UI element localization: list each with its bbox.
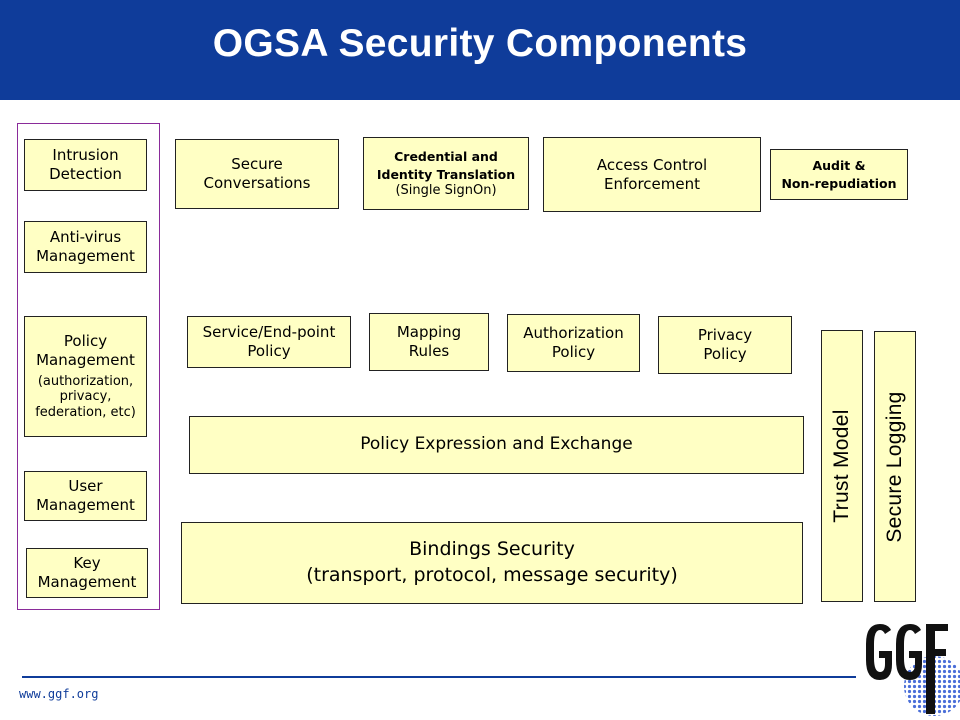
- credential-line2: Identity Translation: [376, 166, 516, 182]
- credential-translation-box: Credential and Identity Translation (Sin…: [363, 137, 529, 210]
- intrusion-detection-line1: Intrusion: [52, 146, 119, 165]
- policy-expression-box: Policy Expression and Exchange: [189, 416, 804, 474]
- credential-line1: Credential and: [394, 149, 498, 165]
- policy-management-box: Policy Management (authorization, privac…: [24, 316, 147, 437]
- management-column-frame: [17, 123, 160, 610]
- trust-model-box: Trust Model: [821, 330, 863, 602]
- mapping-line1: Mapping: [396, 323, 462, 342]
- access-control-line2: Enforcement: [604, 174, 700, 193]
- audit-line1: Audit &: [812, 158, 866, 173]
- access-control-box: Access Control Enforcement: [543, 137, 761, 212]
- antivirus-line2: Management: [36, 247, 135, 265]
- page-title: OGSA Security Components: [212, 22, 748, 65]
- secure-conv-line2: Conversations: [203, 174, 311, 192]
- bindings-line2: (transport, protocol, message security): [306, 564, 678, 586]
- ggf-logo-icon: [866, 624, 960, 716]
- secure-conv-line1: Secure: [231, 155, 283, 174]
- title-banner: OGSA Security Components: [0, 0, 960, 100]
- authz-line1: Authorization: [523, 324, 624, 343]
- intrusion-detection-box: Intrusion Detection: [24, 139, 147, 191]
- bindings-line1: Bindings Security: [409, 538, 575, 561]
- secure-conversations-box: Secure Conversations: [175, 139, 339, 209]
- service-policy-line1: Service/End-point: [202, 323, 336, 342]
- service-endpoint-policy-box: Service/End-point Policy: [187, 316, 351, 368]
- intrusion-detection-line2: Detection: [49, 165, 122, 183]
- policy-mgmt-line4: privacy,: [59, 389, 112, 405]
- mapping-line2: Rules: [408, 342, 450, 360]
- policy-mgmt-line3: (authorization,: [37, 373, 134, 389]
- footer-url[interactable]: www.ggf.org: [19, 687, 99, 701]
- footer-divider: [22, 676, 856, 678]
- secure-logging-box: Secure Logging: [874, 331, 916, 602]
- authz-line2: Policy: [551, 343, 596, 361]
- antivirus-management-box: Anti-virus Management: [24, 221, 147, 273]
- access-control-line1: Access Control: [596, 155, 708, 174]
- credential-line3: (Single SignOn): [395, 183, 497, 199]
- secure-logging-label: Secure Logging: [883, 390, 906, 543]
- policy-mgmt-line2: Management: [36, 351, 135, 370]
- service-policy-line2: Policy: [247, 342, 291, 360]
- bindings-security-box: Bindings Security (transport, protocol, …: [181, 522, 803, 604]
- policy-mgmt-line1: Policy: [63, 332, 108, 351]
- user-management-box: User Management: [24, 471, 147, 521]
- key-mgmt-line2: Management: [37, 573, 137, 591]
- antivirus-line1: Anti-virus: [49, 228, 122, 247]
- privacy-line1: Privacy: [697, 326, 753, 345]
- user-mgmt-line1: User: [68, 477, 103, 496]
- authorization-policy-box: Authorization Policy: [507, 314, 640, 372]
- audit-line2: Non-repudiation: [781, 175, 897, 191]
- privacy-line2: Policy: [703, 345, 747, 363]
- user-mgmt-line2: Management: [36, 496, 135, 514]
- audit-box: Audit & Non-repudiation: [770, 149, 908, 200]
- policy-expression-label: Policy Expression and Exchange: [360, 434, 633, 455]
- mapping-rules-box: Mapping Rules: [369, 313, 489, 371]
- trust-model-label: Trust Model: [830, 409, 853, 523]
- key-management-box: Key Management: [26, 548, 148, 598]
- privacy-policy-box: Privacy Policy: [658, 316, 792, 374]
- key-mgmt-line1: Key: [73, 554, 101, 573]
- policy-mgmt-line5: federation, etc): [35, 405, 136, 421]
